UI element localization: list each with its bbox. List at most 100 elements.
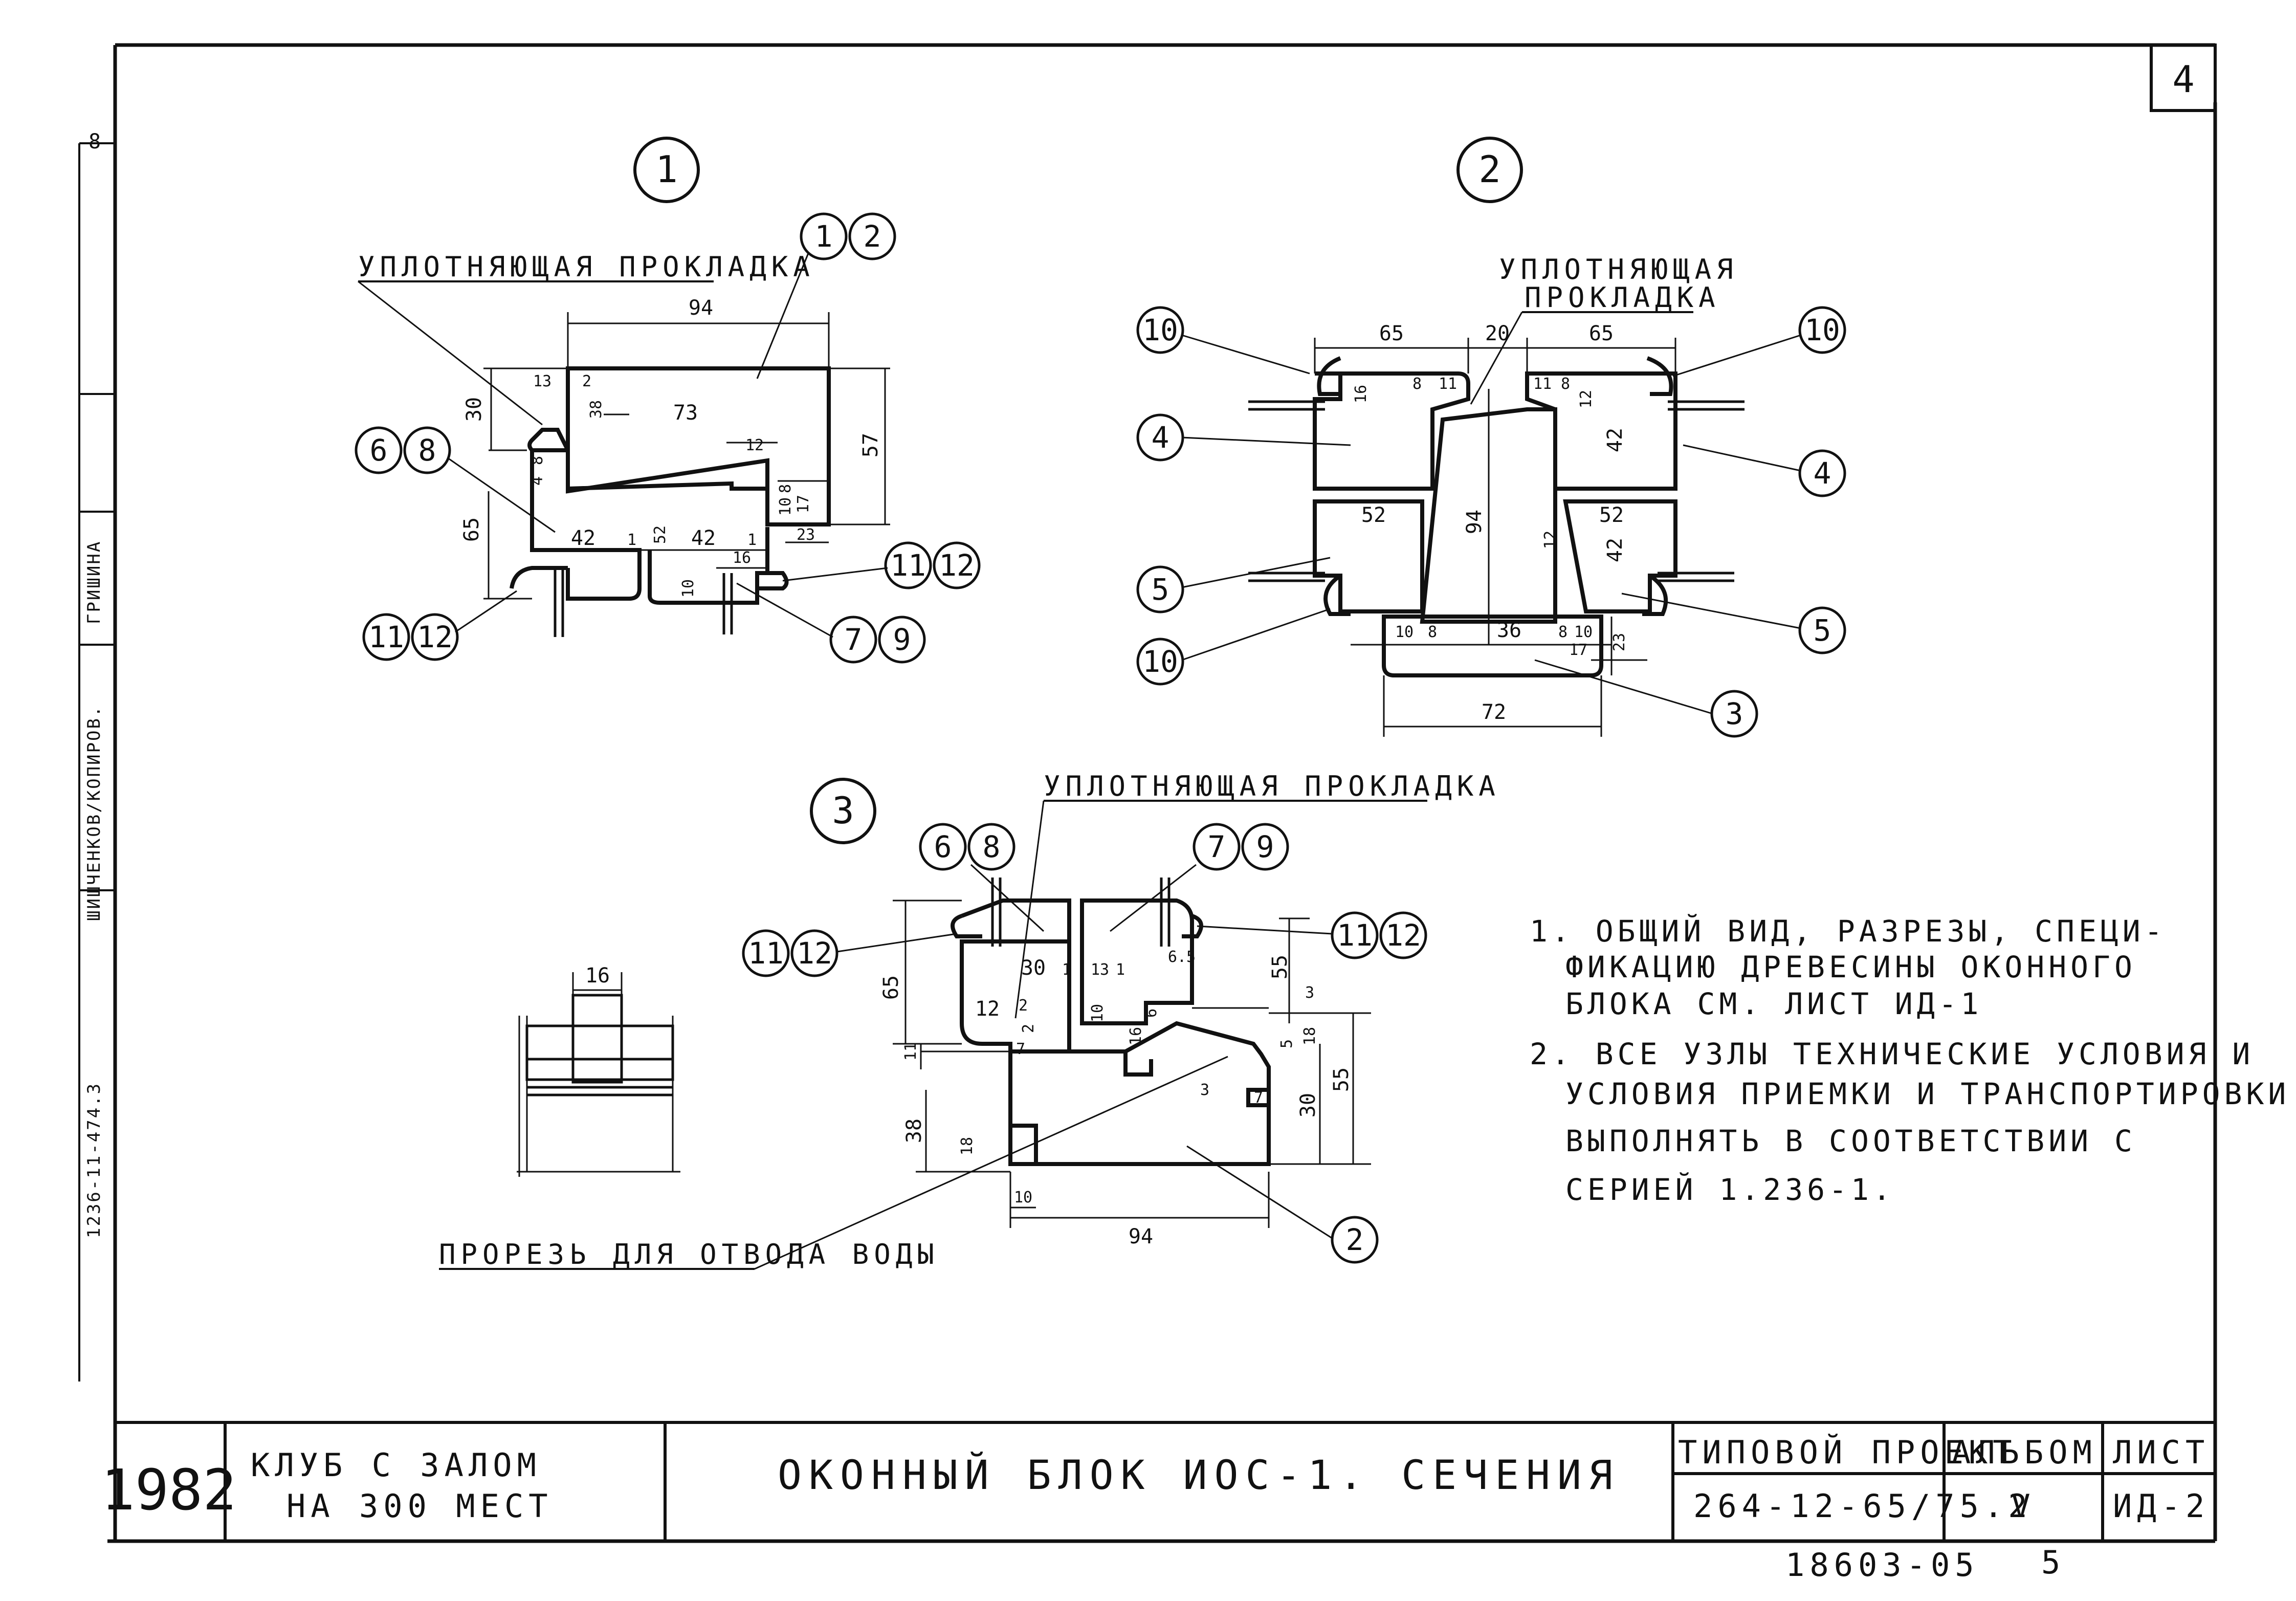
- dim: 3: [1200, 1081, 1209, 1099]
- section-1-marker: [633, 137, 700, 203]
- callout-label: 5: [1152, 572, 1169, 607]
- callout-label: 7: [845, 622, 863, 657]
- callout-label: 1: [815, 219, 833, 254]
- dim: 52: [651, 525, 669, 544]
- dim: 12: [745, 436, 764, 454]
- callout-label: 3: [1726, 696, 1743, 731]
- section-3: 3 УПЛОТНЯЮЩАЯ ПРОКЛАДКА: [439, 770, 1500, 1270]
- section-2-gasket-label-2: ПРОКЛАДКА: [1525, 281, 1720, 314]
- section-1-profile: [510, 366, 831, 605]
- title-drawing-name: ОКОННЫЙ БЛОК ИОС-1. СЕЧЕНИЯ: [778, 1452, 1620, 1499]
- title-type-value: 264-12-65/75.2: [1693, 1487, 2033, 1525]
- dim: 18: [958, 1137, 976, 1155]
- section-1-callout-6-8: [355, 426, 556, 533]
- note-line: ВЫПОЛНЯТЬ В СООТВЕТСТВИИ С: [1565, 1124, 2136, 1158]
- title-album-label: АЛЬБОМ: [1952, 1434, 2097, 1471]
- callout-label: 11: [1337, 918, 1373, 953]
- dim: 4: [528, 476, 546, 486]
- dim: 57: [859, 433, 882, 457]
- dim: 10: [1014, 1189, 1032, 1207]
- title-project-line1: КЛУБ С ЗАЛОМ: [251, 1446, 541, 1484]
- section-3-dimension-lines: [893, 900, 1371, 1228]
- callout-label: 6: [370, 433, 388, 468]
- section-3-marker: [810, 778, 876, 844]
- dim: 20: [1485, 322, 1510, 345]
- dim: 94: [1129, 1225, 1153, 1248]
- dim: 16: [733, 549, 751, 567]
- dim: 1: [627, 531, 636, 549]
- dim: 3: [1305, 984, 1314, 1002]
- dim: 10: [679, 579, 697, 598]
- dim: 2: [1019, 997, 1028, 1015]
- callout-label: 4: [1152, 420, 1169, 455]
- section-3-gasket-label: УПЛОТНЯЮЩАЯ ПРОКЛАДКА: [1044, 770, 1500, 802]
- dim: 94: [689, 296, 713, 320]
- dim: 17: [1569, 641, 1587, 659]
- dim: 52: [1599, 503, 1624, 527]
- dim: 5: [1278, 1039, 1296, 1048]
- title-year: 1982: [101, 1457, 237, 1523]
- dim: 1: [1062, 961, 1071, 979]
- dim: 12: [1541, 531, 1559, 549]
- callout-label: 10: [1804, 313, 1840, 347]
- section-3-profile: [951, 898, 1271, 1166]
- dim: 8: [1561, 375, 1570, 393]
- dim: 2: [582, 372, 591, 390]
- dim: 55: [1268, 955, 1292, 979]
- dim: 18: [1301, 1027, 1319, 1045]
- section-1-callout-11-12-right: [782, 541, 981, 589]
- dim: 6.5: [1168, 948, 1196, 966]
- section-3-slot-detail-dim: 16: [585, 964, 610, 988]
- section-3-callouts: [742, 823, 1427, 1264]
- callout-label: 11: [748, 936, 784, 971]
- dim: 65: [460, 517, 483, 542]
- dim: 23: [797, 526, 815, 544]
- dim: 1: [1116, 961, 1125, 979]
- section-1-callout-7-9: [736, 582, 926, 664]
- dim: 13: [533, 372, 551, 390]
- dim: 42: [1603, 428, 1627, 452]
- dim: 1: [747, 531, 757, 549]
- section-1-callout-11-12-left: [362, 590, 517, 661]
- general-notes: 1. ОБЩИЙ ВИД, РАЗРЕЗЫ, СПЕЦИ- ФИКАЦИЮ ДР…: [1530, 913, 2286, 1207]
- dim: 30: [462, 397, 486, 422]
- callout-label: 11: [368, 620, 404, 654]
- title-sheet-label: ЛИСТ: [2113, 1434, 2210, 1471]
- callout-label: 6: [934, 829, 952, 864]
- dim: 17: [794, 495, 812, 513]
- dim: 10: [777, 497, 794, 516]
- callout-label: 5: [1814, 613, 1831, 648]
- dim: 7: [1254, 1089, 1263, 1107]
- dim: 36: [1497, 619, 1521, 642]
- callout-label: 4: [1814, 456, 1831, 491]
- dim: 8: [1412, 375, 1422, 393]
- section-1-dimension-lines: [483, 312, 890, 600]
- side-stamp-copyist: ШИШЧЕНКОВ/КОПИРОВ.: [84, 705, 104, 921]
- side-stamp-name: ГРИШИНА: [84, 540, 104, 624]
- side-stamp-code: 1236-11-474.3: [84, 1082, 104, 1238]
- dim: 16: [1352, 385, 1370, 403]
- dim: 65: [1589, 322, 1614, 345]
- dim: 65: [879, 975, 903, 1000]
- callout-label: 8: [983, 829, 1001, 864]
- dim: 23: [1610, 633, 1628, 651]
- corner-sheet-number: 4: [2172, 58, 2194, 101]
- note-line: СЕРИЕЙ 1.236-1.: [1565, 1172, 1895, 1207]
- section-1-callout-1-2: [756, 212, 896, 379]
- callout-label: 12: [797, 936, 832, 971]
- dim: 73: [673, 401, 698, 425]
- title-album-value: V: [2011, 1487, 2035, 1525]
- section-2-callouts: [1136, 306, 1846, 738]
- dim: 2: [1020, 1024, 1037, 1033]
- callout-label: 7: [1208, 829, 1226, 864]
- dim: 38: [902, 1118, 926, 1143]
- callout-label: 11: [890, 548, 926, 583]
- section-1-glazing: [554, 568, 733, 637]
- section-2-glazing: [1248, 400, 1745, 582]
- side-strip: [78, 142, 115, 1381]
- dim: 12: [1577, 390, 1595, 408]
- dim: 8: [1428, 623, 1437, 641]
- footer-page: 5: [2041, 1544, 2065, 1581]
- callout-label: 12: [939, 548, 975, 583]
